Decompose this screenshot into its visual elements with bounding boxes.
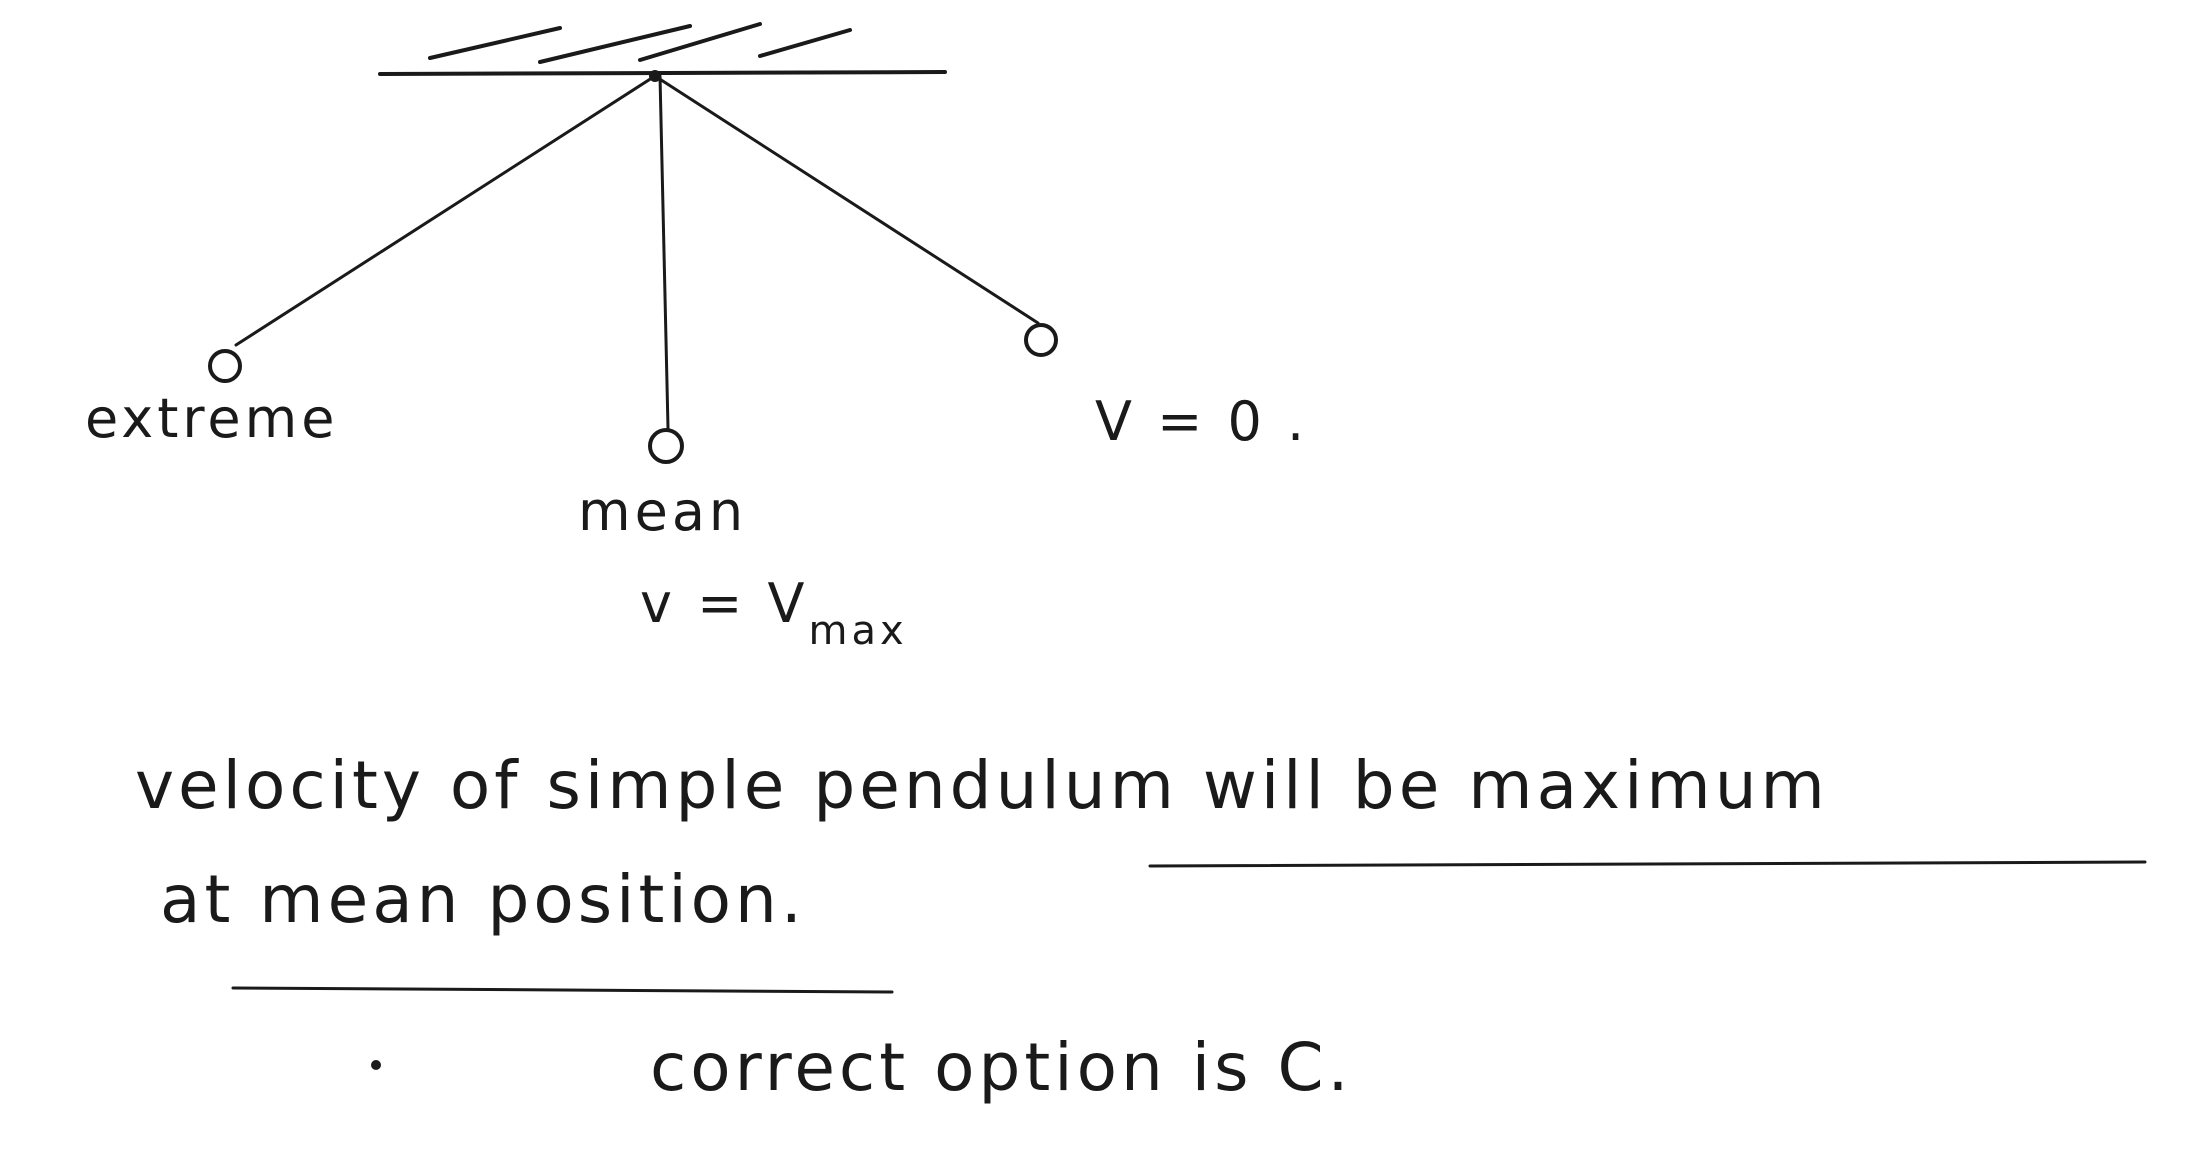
sentence-line-1: velocity of simple pendulum will be maxi…: [135, 747, 1829, 824]
label-v-max-sub: max: [808, 608, 907, 654]
sentence-line-3: correct option is C.: [650, 1029, 1353, 1106]
string-mean: [658, 74, 670, 430]
bob-mean: [648, 428, 684, 464]
ceiling-support: [378, 22, 947, 76]
label-v-max-main: v = V: [640, 572, 808, 635]
underline-pendulum-maximum: [1148, 860, 2147, 868]
label-v-max: v = Vmax: [640, 572, 908, 654]
pendulum-strings: [234, 74, 1040, 430]
bob-extreme-right: [1024, 323, 1058, 357]
string-left: [234, 74, 657, 347]
pendulum-bobs: [208, 323, 1058, 464]
label-mean: mean: [578, 480, 747, 543]
sentence-line-2: at mean position.: [160, 861, 806, 938]
string-right: [653, 74, 1040, 325]
underline-mean-position: [231, 986, 894, 994]
label-extreme: extreme: [85, 387, 338, 450]
stray-dot: [371, 1060, 381, 1070]
bob-extreme-left: [208, 349, 242, 383]
label-v-zero: V = 0 .: [1095, 390, 1308, 453]
